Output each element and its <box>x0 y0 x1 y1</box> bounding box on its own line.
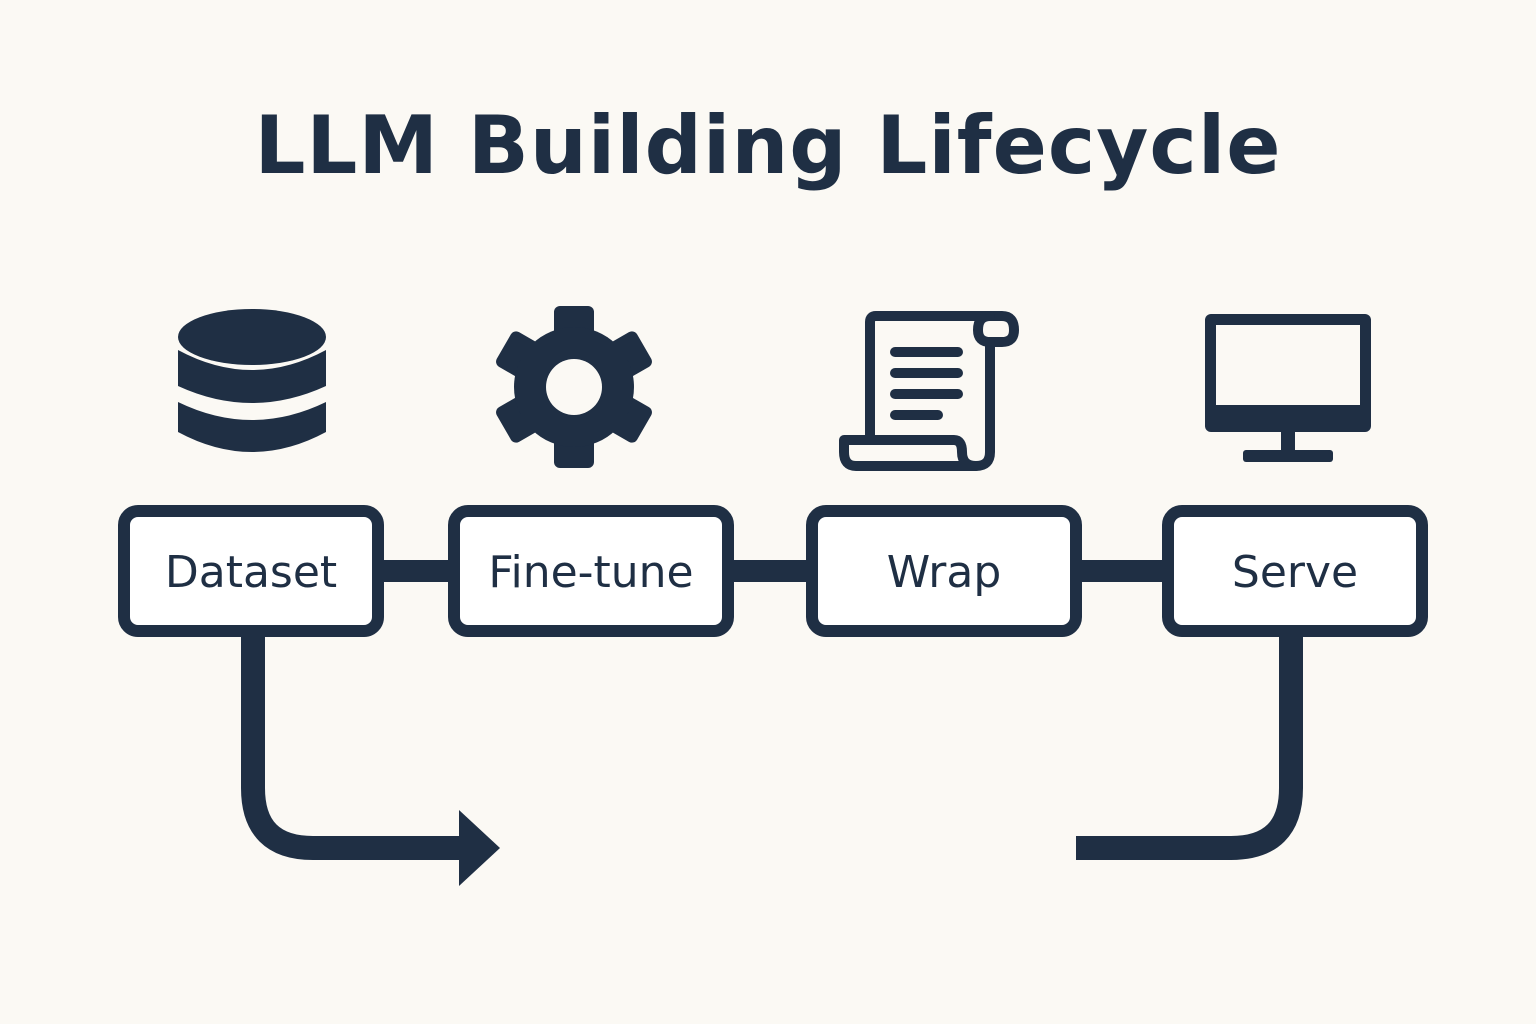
stage-box-serve: Serve <box>1162 505 1428 637</box>
connector-finetune-wrap <box>728 560 812 582</box>
stage-box-wrap: Wrap <box>806 505 1082 637</box>
stage-label-dataset: Dataset <box>165 547 337 598</box>
arrowhead-right-icon <box>459 810 500 886</box>
flow-paths <box>241 632 1303 860</box>
connector-dataset-finetune <box>378 560 454 582</box>
stage-label-serve: Serve <box>1232 547 1358 598</box>
stage-box-dataset: Dataset <box>118 505 384 637</box>
connectors <box>378 560 1168 582</box>
scroll-icon <box>839 311 1019 471</box>
stage-box-finetune: Fine-tune <box>448 505 734 637</box>
stage-label-finetune: Fine-tune <box>488 547 693 598</box>
dataset-down-arrow-path <box>241 632 470 860</box>
stage-label-wrap: Wrap <box>887 547 1002 598</box>
connector-wrap-serve <box>1076 560 1168 582</box>
diagram-title: LLM Building Lifecycle <box>254 99 1282 192</box>
monitor-icon <box>1205 314 1371 462</box>
serve-down-path <box>1076 632 1303 860</box>
gear-icon <box>496 306 652 468</box>
database-icon <box>178 309 326 452</box>
